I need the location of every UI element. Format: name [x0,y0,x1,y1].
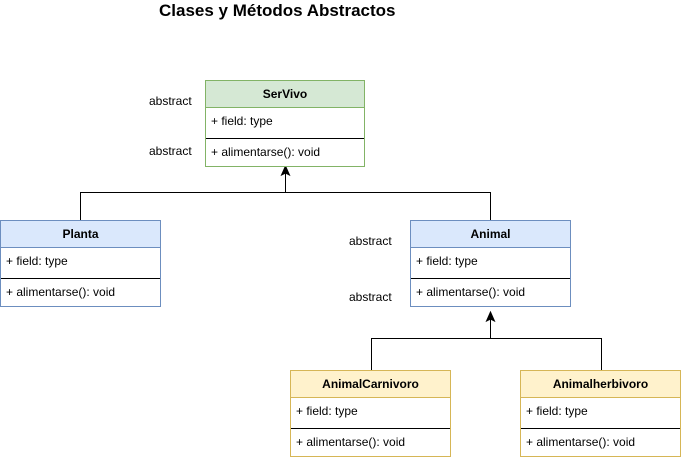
class-servivo-name: SerVivo [206,81,364,108]
class-animalherbivoro-method: + alimentarse(): void [526,435,636,449]
class-animal[interactable]: Animal + field: type + alimentarse(): vo… [410,220,571,307]
class-servivo-method: + alimentarse(): void [211,145,321,159]
class-animalcarnivoro-name: AnimalCarnivoro [291,371,450,398]
inheritance-animal-servivo [285,192,491,220]
class-servivo-separator [206,138,364,139]
arrowhead-animal [485,310,496,323]
class-planta-name: Planta [1,221,160,248]
class-planta-method: + alimentarse(): void [6,285,116,299]
inheritance-herbivoro-animal [490,338,602,370]
diagram-title: Clases y Métodos Abstractos [159,1,396,20]
class-animalcarnivoro-separator [291,428,450,429]
class-animal-separator [411,278,570,279]
class-animalcarnivoro-method: + alimentarse(): void [296,435,406,449]
inheritance-planta-servivo [80,172,286,220]
stereotype-servivo-class: abstract [149,94,192,108]
class-animalherbivoro-name: Animalherbivoro [521,371,680,398]
class-animalcarnivoro-field: + field: type [296,404,358,418]
class-animalherbivoro-field: + field: type [526,404,588,418]
class-animal-method: + alimentarse(): void [416,285,526,299]
class-animal-name: Animal [411,221,570,248]
class-animal-field: + field: type [416,254,478,268]
class-animalherbivoro[interactable]: Animalherbivoro + field: type + alimenta… [520,370,681,457]
class-servivo[interactable]: SerVivo + field: type + alimentarse(): v… [205,80,365,167]
stereotype-servivo-method: abstract [149,144,192,158]
stereotype-animal-method: abstract [349,290,392,304]
class-planta-field: + field: type [6,254,68,268]
class-servivo-field: + field: type [211,114,273,128]
arrowhead-servivo [280,164,291,177]
class-animalherbivoro-separator [521,428,680,429]
inheritance-carnivoro-animal [371,318,491,370]
class-planta-separator [1,278,160,279]
class-planta[interactable]: Planta + field: type + alimentarse(): vo… [0,220,161,307]
stereotype-animal-class: abstract [349,234,392,248]
class-animalcarnivoro[interactable]: AnimalCarnivoro + field: type + alimenta… [290,370,451,457]
